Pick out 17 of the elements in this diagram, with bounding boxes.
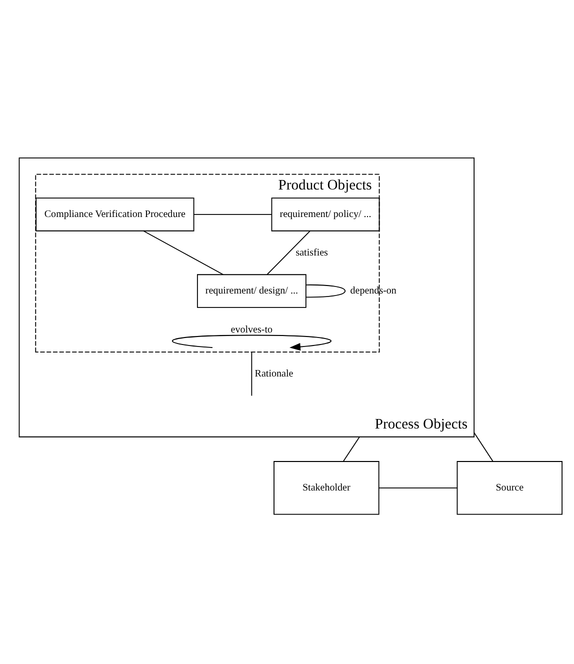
connector bbox=[266, 230, 310, 274]
connector bbox=[474, 432, 494, 462]
edge-label: depends-on bbox=[350, 285, 396, 296]
node-box: Stakeholder bbox=[274, 460, 380, 514]
connector bbox=[143, 230, 224, 275]
connector bbox=[251, 351, 252, 396]
arrow bbox=[172, 334, 332, 350]
node-box: Source bbox=[456, 460, 563, 514]
node-box: requirement/ policy/ ... bbox=[271, 197, 380, 231]
node-box: Compliance Verification Procedure bbox=[36, 197, 194, 231]
connector bbox=[343, 436, 360, 462]
connector bbox=[378, 486, 458, 488]
edge-label: satisfies bbox=[296, 246, 328, 258]
edge-label: Rationale bbox=[254, 368, 294, 380]
edge-label: evolves-to bbox=[230, 324, 273, 335]
connector bbox=[306, 284, 346, 298]
node-box: requirement/ design/ ... bbox=[196, 274, 306, 308]
